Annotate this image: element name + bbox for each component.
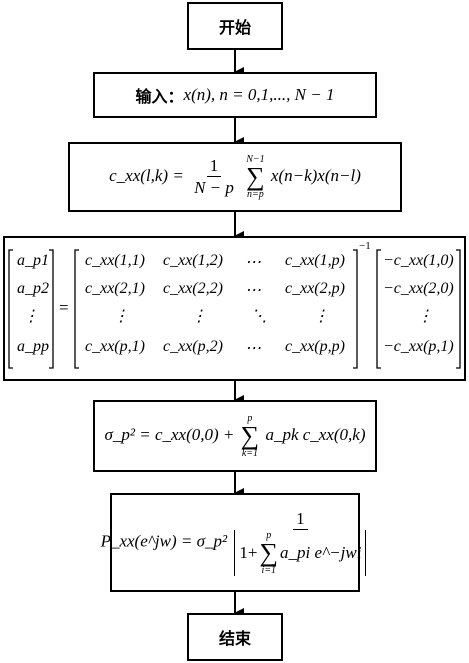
matrix-cell: ⋱ [251, 308, 267, 325]
cov-summation: N−1 ∑ n=p [246, 154, 265, 200]
covariance-box: c_xx(l,k) = 1 N − p N−1 ∑ n=p x(n−k)x(n−… [68, 142, 402, 212]
matrix-cell: c_xx(2,2) [163, 280, 223, 297]
variance-box: σ_p² = c_xx(0,0) + p ∑ k=1 a_pk c_xx(0,k… [93, 400, 377, 472]
coef-entry: a_p1 [17, 252, 49, 269]
psd-den-lead: 1+ [239, 543, 258, 562]
var-expression: c_xx(0,0) + [154, 424, 235, 444]
rhs-entry: −c_xx(1,0) [383, 252, 454, 269]
coef-entry: a_pp [17, 338, 49, 355]
coef-entry: ⋮ [23, 308, 39, 325]
end-label: 结束 [218, 629, 251, 648]
matrix-cell: c_xx(1,p) [285, 252, 345, 269]
cov-fraction: 1 N − p [191, 156, 237, 199]
matrix-cell: c_xx(2,p) [285, 280, 345, 297]
rhs-entry: −c_xx(2,0) [383, 280, 454, 297]
psd-lhs: P_xx(e^jw) = σ_p² [100, 531, 228, 551]
rhs-entry: −c_xx(p,1) [383, 338, 454, 355]
var-term: a_pk c_xx(0,k) [265, 424, 366, 444]
psd-sum-upper: p [266, 530, 272, 541]
psd-summation: p ∑ i=1 [259, 530, 278, 576]
matrix-cell: ⋯ [245, 254, 261, 271]
var-sum-upper: p [247, 413, 253, 424]
matrix-cell: ⋯ [245, 282, 261, 299]
cov-lhs: c_xx(l,k) = [109, 165, 184, 185]
matrix-cell: ⋯ [245, 340, 261, 357]
cov-sum-upper: N−1 [246, 154, 265, 165]
matrix-cell: c_xx(1,1) [85, 252, 145, 269]
input-label: 输入： [135, 87, 184, 106]
inverse-exponent: −1 [359, 240, 371, 252]
var-sum-lower: k=1 [241, 448, 258, 459]
matrix-brackets [8, 249, 461, 369]
psd-sum-lower: i=1 [261, 565, 276, 576]
matrix-cell: ⋮ [113, 308, 129, 325]
matrix-cell: c_xx(p,2) [163, 338, 223, 355]
matrix-equation-box: a_p1 a_p2 ⋮ a_pp = c_xx(1,1) c_xx(1,2) ⋯… [3, 236, 466, 381]
matrix-cell: c_xx(1,2) [163, 252, 223, 269]
matrix-cell: c_xx(p,p) [285, 338, 345, 355]
psd-numerator: 1 [293, 509, 308, 530]
matrix-cell: ⋮ [191, 308, 207, 325]
rhs-entry: ⋮ [417, 308, 433, 325]
end-box: 结束 [187, 613, 283, 661]
var-lhs: σ_p² = [104, 424, 151, 444]
matrix-cell: ⋮ [313, 308, 329, 325]
psd-fraction: 1 1+ p ∑ i=1 a_pi e^−jwi [234, 509, 367, 576]
input-box: 输入： x(n), n = 0,1,..., N − 1 [93, 72, 377, 118]
coef-entry: a_p2 [17, 280, 49, 297]
start-box: 开始 [187, 2, 283, 50]
psd-den-term: a_pi e^−jwi [279, 543, 362, 562]
start-label: 开始 [218, 18, 251, 37]
psd-denominator: 1+ p ∑ i=1 a_pi e^−jwi [234, 530, 367, 576]
input-expression: x(n), n = 0,1,..., N − 1 [183, 85, 335, 104]
matrix-cell: c_xx(2,1) [85, 280, 145, 297]
matrix-cell: c_xx(p,1) [85, 338, 145, 355]
cov-frac-numerator: 1 [206, 156, 222, 177]
var-summation: p ∑ k=1 [240, 413, 260, 459]
cov-sum-lower: n=p [247, 189, 264, 200]
equals-sign: = [59, 298, 69, 317]
psd-box: P_xx(e^jw) = σ_p² 1 1+ p ∑ i=1 a_pi e^−j… [101, 493, 367, 592]
cov-rhs: x(n−k)x(n−l) [270, 165, 361, 185]
cov-frac-denominator: N − p [194, 177, 234, 197]
